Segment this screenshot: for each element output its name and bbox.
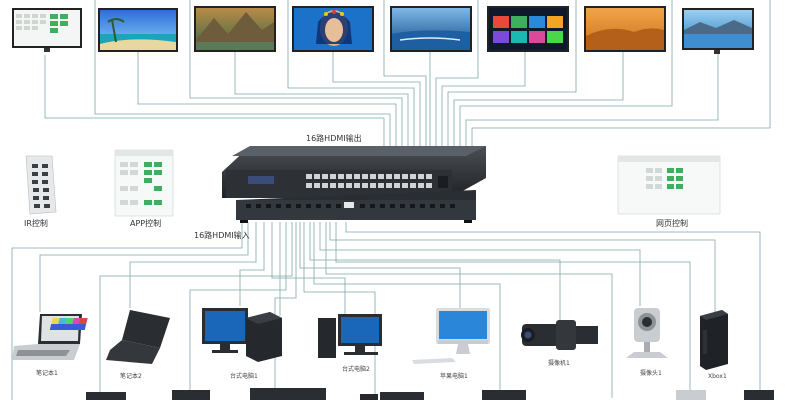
source-label-webcam-1: 摄像头1 <box>640 370 662 377</box>
display-1 <box>12 8 82 52</box>
hdmi-output-label: 16路HDMI输出 <box>306 134 362 143</box>
web-control-label: 网页控制 <box>656 219 688 228</box>
app-control-label: APP控制 <box>130 219 162 228</box>
hdmi-input-label: 16路HDMI输入 <box>194 231 250 240</box>
input-lines <box>11 222 761 400</box>
source-row-cropped <box>86 388 774 400</box>
source-label-desktop-1: 台式电脑1 <box>230 373 258 380</box>
source-label-xbox-1: Xbox1 <box>708 373 727 380</box>
desktop-2 <box>318 314 382 358</box>
source-row <box>12 308 728 370</box>
output-lines <box>44 0 771 148</box>
xbox-1 <box>700 310 728 370</box>
hdmi-matrix-switcher <box>222 146 486 223</box>
display-5 <box>390 6 472 52</box>
ir-control-label: IR控制 <box>24 219 48 228</box>
display-8 <box>682 8 754 54</box>
desktop-1 <box>202 308 282 362</box>
imac-1 <box>412 308 490 364</box>
source-label-laptop-2: 笔记本2 <box>120 373 142 380</box>
source-label-imac-1: 苹果电脑1 <box>440 373 468 380</box>
ir-remote <box>25 155 57 215</box>
app-phone <box>114 149 174 217</box>
display-row <box>12 6 754 54</box>
webcam-1 <box>626 308 668 358</box>
laptop-2 <box>49 310 170 364</box>
display-7 <box>584 6 666 52</box>
display-2 <box>98 8 178 52</box>
display-4 <box>292 6 374 52</box>
source-label-laptop-1: 笔记本1 <box>36 370 58 377</box>
display-6 <box>487 6 569 52</box>
display-3 <box>194 6 276 52</box>
web-page <box>617 155 721 215</box>
source-label-camcorder-1: 摄像机1 <box>548 360 570 367</box>
source-label-desktop-2: 台式电脑2 <box>342 366 370 373</box>
camcorder-1 <box>521 320 598 350</box>
